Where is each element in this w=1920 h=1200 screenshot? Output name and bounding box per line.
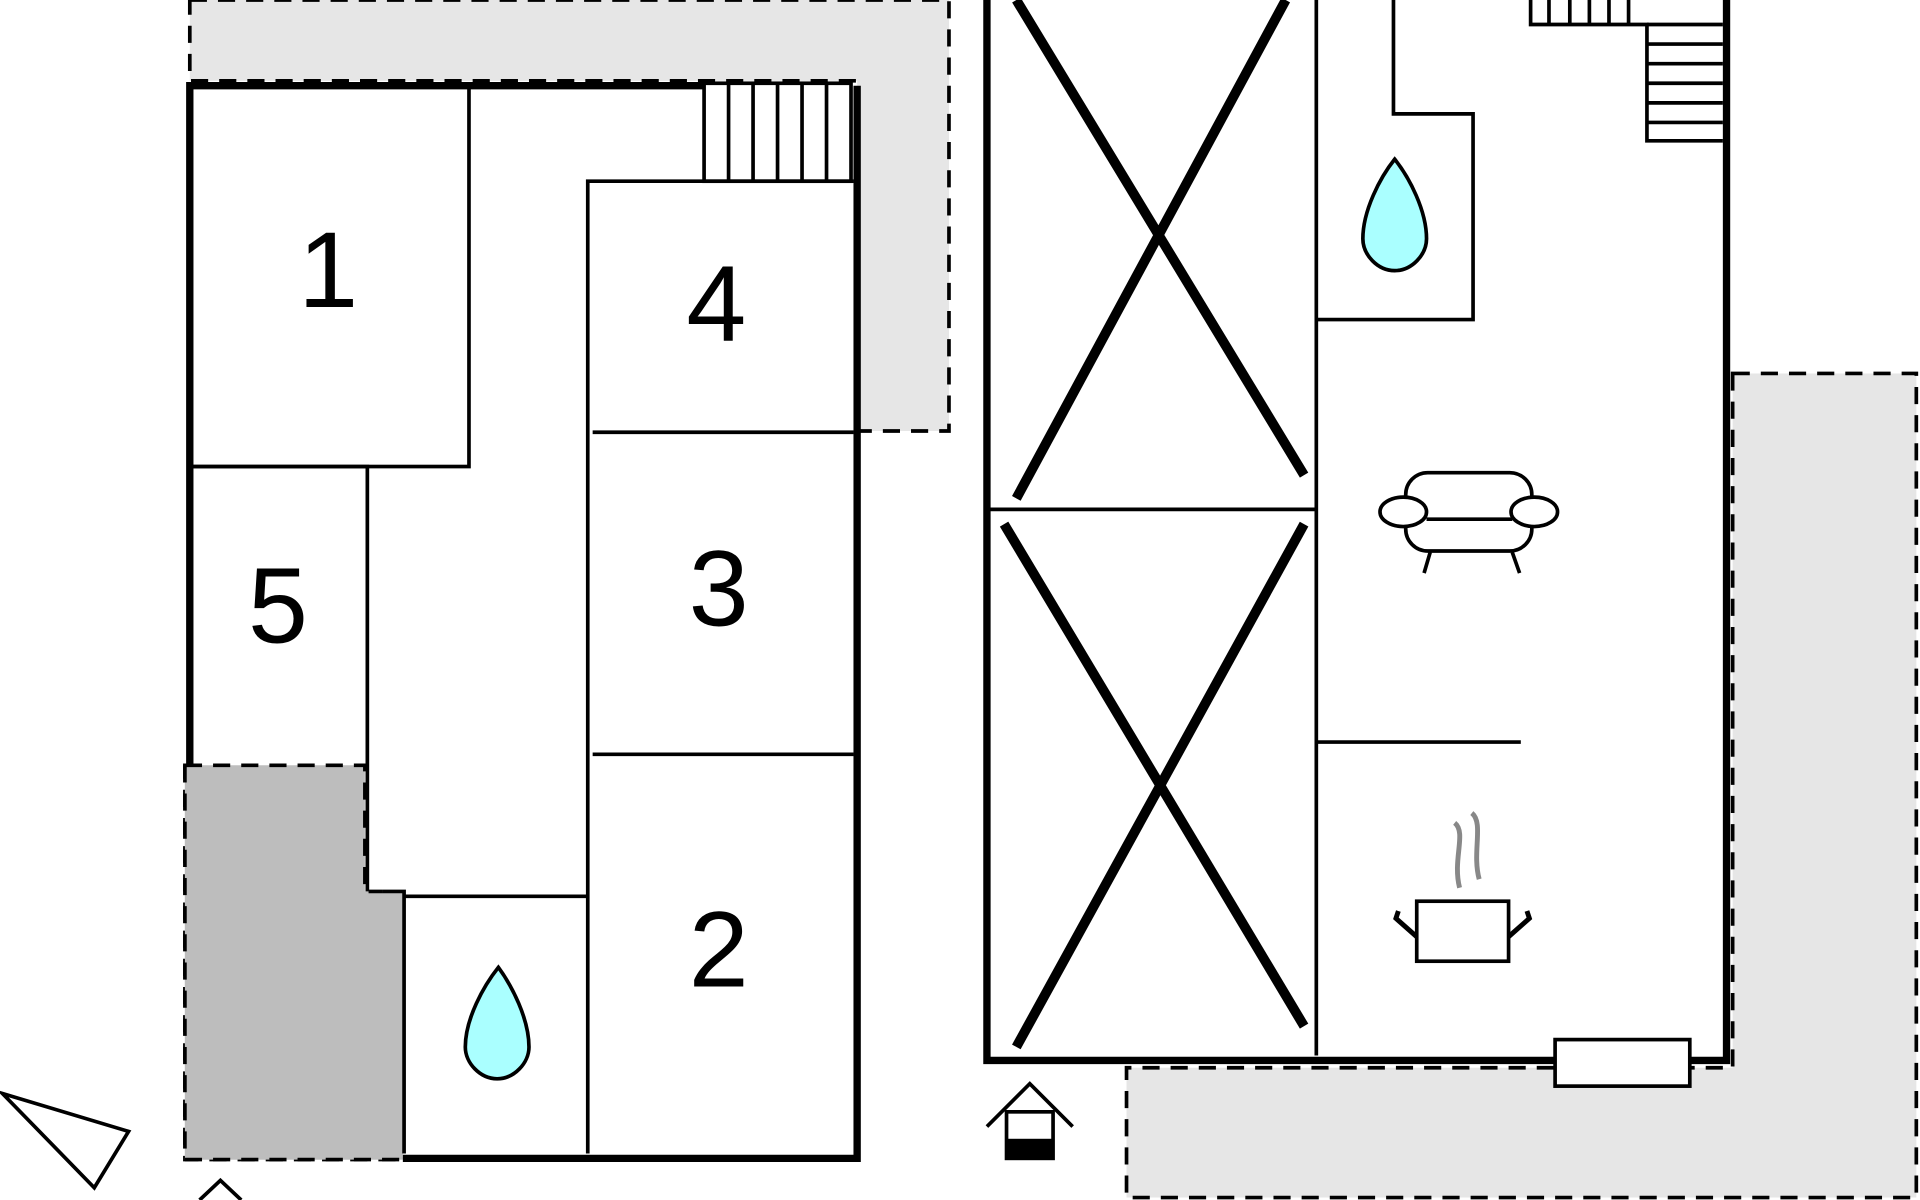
compass-icon [0,1090,132,1191]
entrance-icon-left [198,1177,243,1200]
stairs-left [702,81,853,184]
room-label-5: 5 [248,544,308,665]
room-label-4: 4 [686,243,746,364]
window [1553,1037,1692,1088]
room-label-1: 1 [298,209,358,330]
void-markers [999,0,1309,1050]
sofa-icon [1378,470,1560,574]
cooking-pot-icon [1393,811,1533,964]
walls-left [186,82,861,1163]
entrance-icon [985,1081,1074,1161]
room-label-2: 2 [689,888,749,1009]
terrace-right [1124,371,1919,1200]
water-drop-icon [1361,156,1429,273]
stairs-right [1528,0,1723,143]
water-drop-icon [463,964,531,1081]
room-label-3: 3 [689,527,749,648]
